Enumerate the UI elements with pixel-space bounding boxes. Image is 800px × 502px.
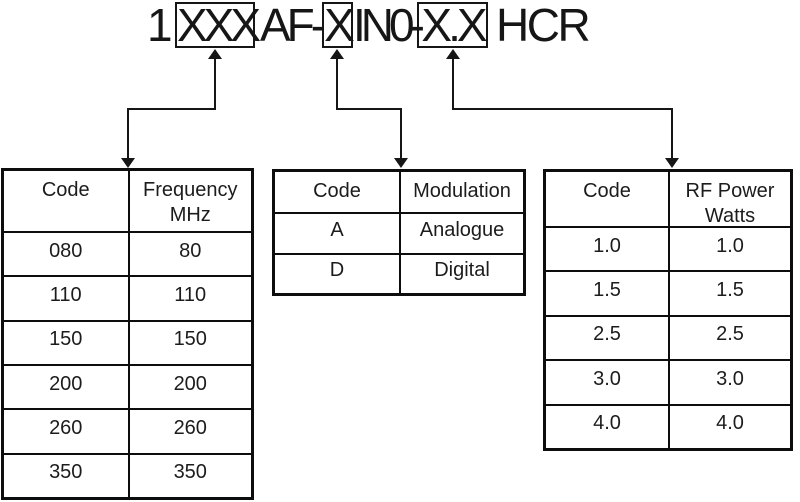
connector-line <box>336 108 402 110</box>
connector-line <box>127 108 129 160</box>
table-cell: 1.5 <box>668 270 790 315</box>
table-cell: 3.0 <box>668 359 790 404</box>
table-header-cell: Code <box>583 180 631 202</box>
connector-line <box>671 108 673 160</box>
table-cell: 4.0 <box>668 403 790 448</box>
table-cell: D <box>275 252 399 294</box>
table-cell: 1.0 <box>668 226 790 271</box>
table-cell: 080 <box>4 231 128 275</box>
connector-line <box>336 57 338 110</box>
table-cell: 200 <box>4 363 128 408</box>
frequency-table: Code Frequency MHz 080 80 110 110 150 15… <box>1 168 254 500</box>
table-header-cell: Code <box>41 179 90 201</box>
table-cell: 2.5 <box>668 314 790 360</box>
modulation-table: Code Modulation A Analogue D Digital <box>272 169 526 296</box>
table-header-cell: RF Power Watts <box>668 172 790 227</box>
table-header-cell: Modulation <box>399 172 523 212</box>
arrowhead-up-icon <box>330 49 344 59</box>
table-cell: Analogue <box>399 212 523 253</box>
table-cell: 150 <box>4 319 128 364</box>
connector-line <box>452 57 454 110</box>
table-cell: 110 <box>4 275 128 319</box>
table-cell: 2.5 <box>546 314 668 359</box>
connector-line <box>452 108 673 110</box>
table-cell: 150 <box>127 319 251 364</box>
modulation-code-box: X <box>322 2 355 48</box>
table-cell: 4.0 <box>546 403 668 448</box>
arrowhead-down-icon <box>665 158 679 168</box>
table-cell: 110 <box>127 275 251 320</box>
table-header-cell: Code <box>313 180 361 202</box>
table-cell: 80 <box>127 231 251 276</box>
table-cell: 260 <box>4 408 128 452</box>
arrowhead-up-icon <box>208 49 222 59</box>
connector-line <box>128 108 216 110</box>
frequency-code-box: XXX <box>175 0 261 51</box>
connector-line <box>214 57 216 110</box>
table-cell: 350 <box>127 452 251 497</box>
table-cell: 1.0 <box>546 226 668 270</box>
arrowhead-down-icon <box>394 158 408 168</box>
arrowhead-up-icon <box>446 49 460 59</box>
title-segment-in0: IN0- <box>353 0 425 51</box>
table-header-cell: Frequency MHz <box>127 171 252 231</box>
table-cell: Digital <box>399 252 523 293</box>
title-suffix: HCR <box>496 0 591 51</box>
table-cell: 3.0 <box>546 359 668 403</box>
title-segment-af: AF- <box>260 0 326 51</box>
table-cell: 1.5 <box>546 270 668 314</box>
table-cell: A <box>275 212 399 253</box>
arrowhead-down-icon <box>121 158 135 168</box>
power-code-box: X.X <box>417 2 488 48</box>
rf-power-table: Code RF Power Watts 1.0 1.0 1.5 1.5 2.5 … <box>543 169 793 451</box>
connector-line <box>400 108 402 160</box>
table-cell: 200 <box>127 363 251 409</box>
title-prefix: 1 <box>147 0 173 51</box>
table-cell: 260 <box>127 408 251 453</box>
table-cell: 350 <box>4 452 128 497</box>
